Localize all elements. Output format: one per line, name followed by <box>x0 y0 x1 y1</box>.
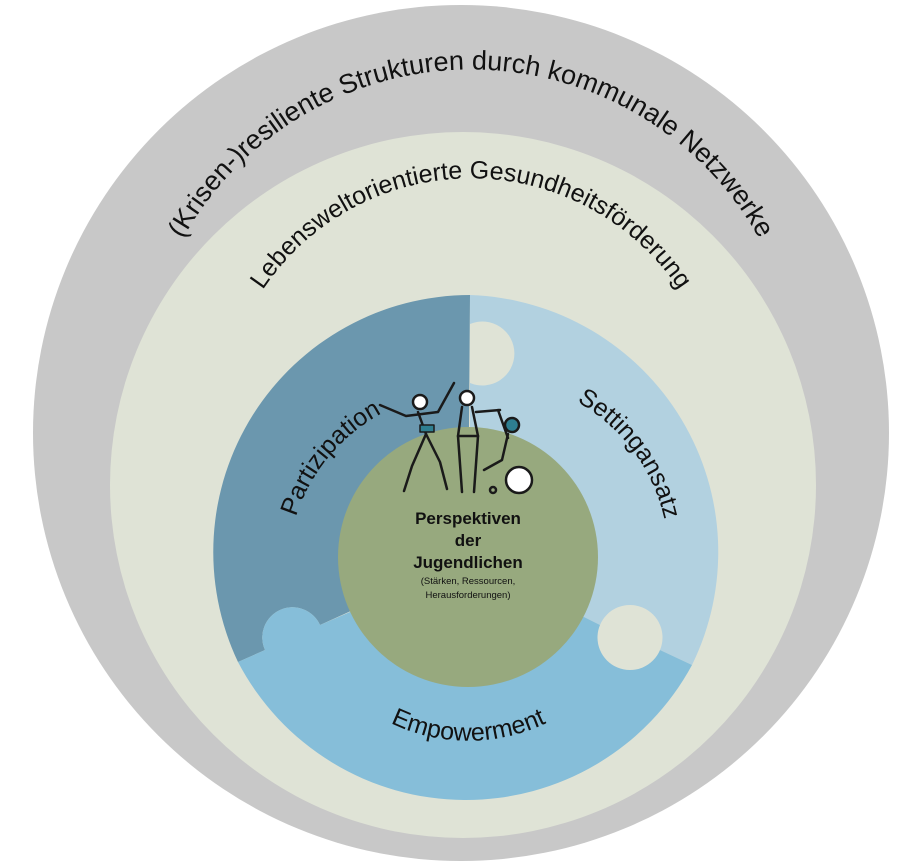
youth-group-icon <box>378 381 534 495</box>
center-subtitle-line: (Stärken, Ressourcen, <box>420 576 516 587</box>
center-title-line: Jugendlichen <box>413 553 523 572</box>
center-subtitle-line: Herausforderungen) <box>425 590 511 601</box>
center-title-line: Perspektiven <box>415 509 521 528</box>
center-text: Perspektiven der Jugendlichen (Stärken, … <box>372 508 564 602</box>
center-title-line: der <box>454 531 482 550</box>
center-circle <box>338 427 598 687</box>
